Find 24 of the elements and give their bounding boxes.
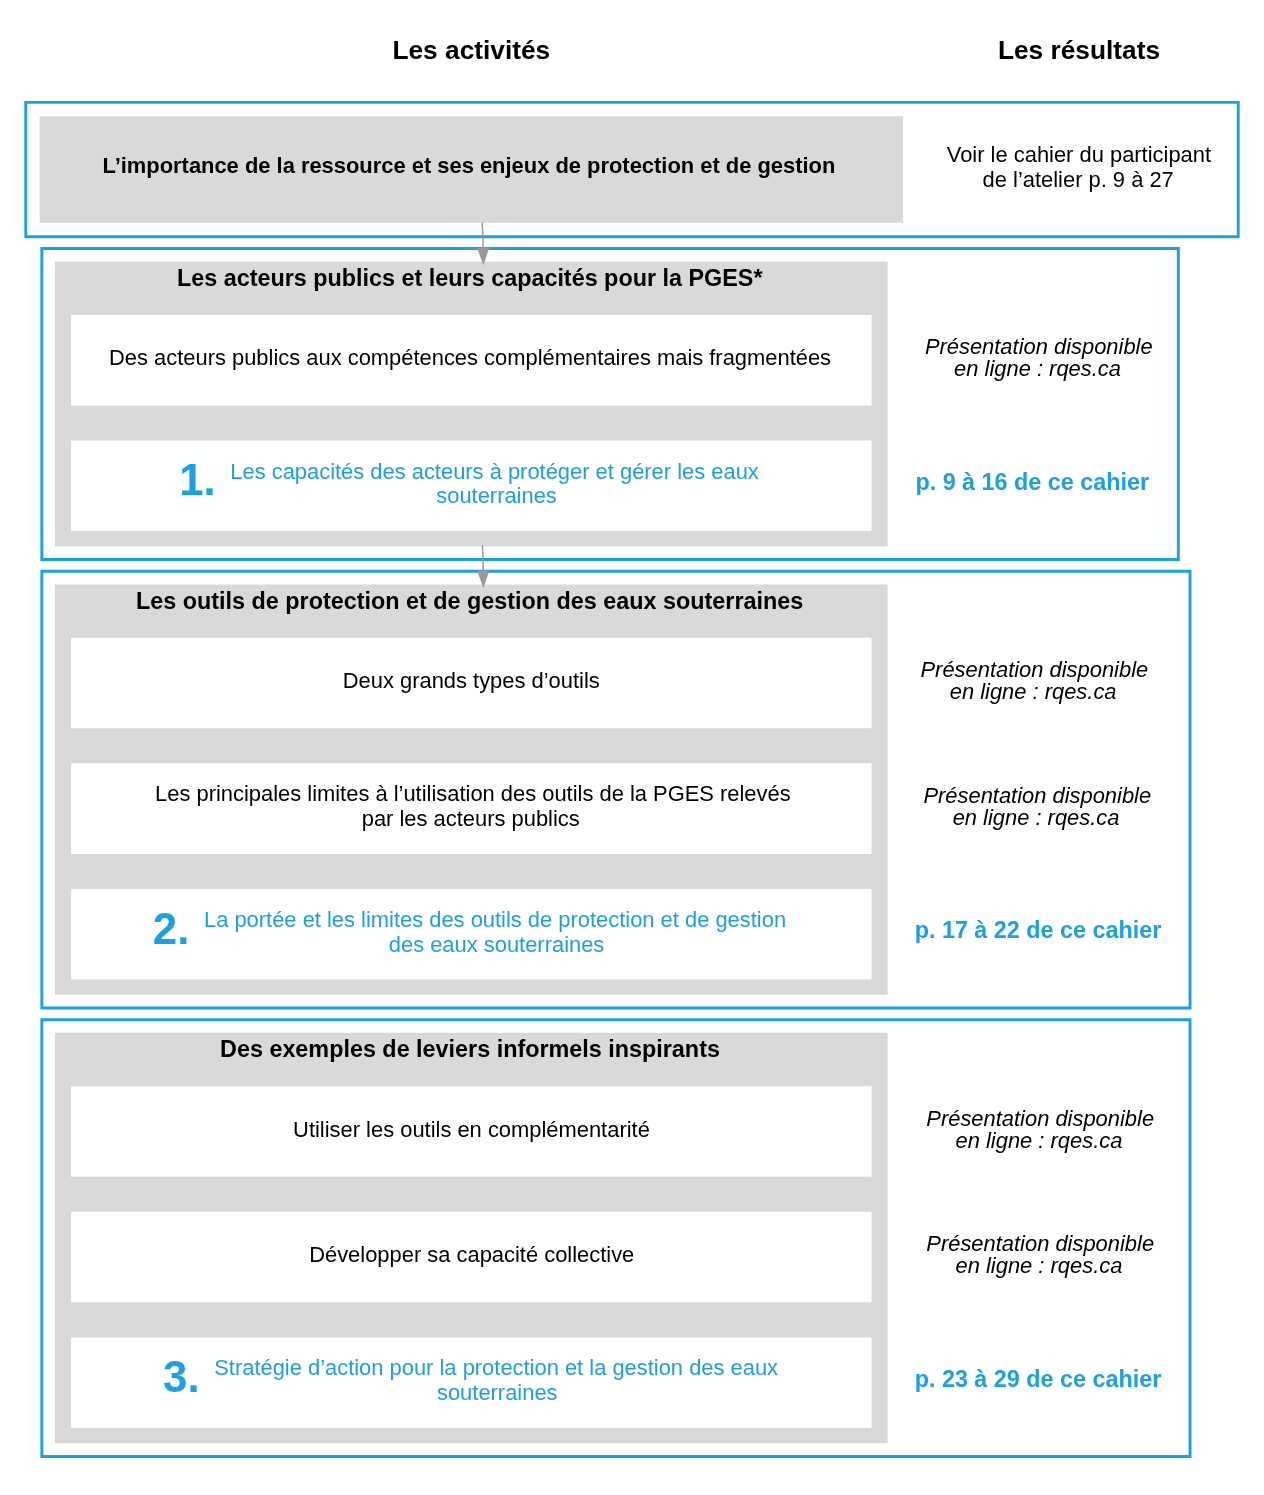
cluster [40,1017,1192,1458]
node-box: Les principales limites à l’utilisation des outils de la PGES relevés par les acteurs publics [71,762,872,854]
node-text: Présentation disponible en ligne : rqes.ca [923,782,1152,830]
node-text: Présentation disponible en ligne : rqes.ca [926,1105,1155,1153]
arrow [477,543,490,588]
node-text: p. 23 à 29 de ce cahier [914,1365,1162,1392]
node-box: Des acteurs publics aux compétences complémentaires mais fragmentées [71,314,872,405]
node-text: Voir le cahier du participant de l’atelier p. 9 à 27 [946,141,1212,192]
node-box: Deux grands types d’outils [71,637,872,728]
cluster [24,100,1240,238]
node-box: 1. Les capacités des acteurs à protéger et gérer les eaux souterraines [71,440,872,531]
arrow [477,221,490,265]
label: Les activités [392,34,551,65]
node-text: Présentation disponible en ligne : rqes.ca [926,1230,1155,1278]
node-box: Développer sa capacité collective [71,1211,872,1302]
node-text: p. 17 à 22 de ce cahier [914,916,1162,943]
node-box: L’importance de la ressource et ses enjeux de protection et de gestion [39,115,903,223]
label: Les résultats [997,34,1161,65]
node-text: Présentation disponible en ligne : rqes.ca [924,333,1153,381]
node-box: Utiliser les outils en complémentarité [71,1085,872,1177]
node-text: p. 9 à 16 de ce cahier [915,468,1150,495]
node-box: 3. Stratégie d’action pour la protection et la gestion des eaux souterraines [71,1336,872,1428]
node-text: Présentation disponible en ligne : rqes.ca [920,656,1149,704]
node-box: 2. La portée et les limites des outils de protection et de gestion des eaux souterraines [71,888,872,980]
